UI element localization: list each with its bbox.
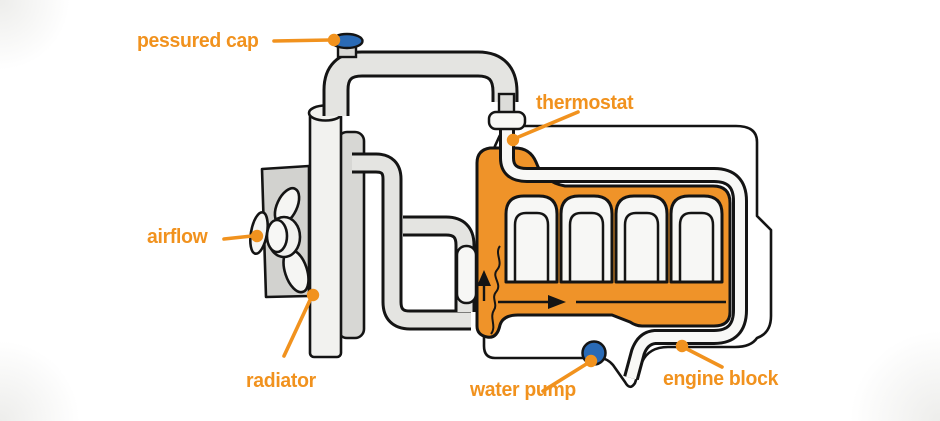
flow-wavy-line (490, 245, 501, 335)
leader-thermostat (514, 110, 580, 140)
label-radiator-text: radiator (246, 370, 316, 392)
cylinders (504, 194, 724, 284)
fan-icon (249, 164, 311, 299)
label-water-pump: water pump (470, 379, 576, 402)
thermostat-housing (487, 110, 527, 131)
leader-water-pump (541, 361, 590, 393)
cylinder-3 (614, 194, 669, 284)
label-engine-block: engine block (663, 368, 778, 391)
leader-engine-block (683, 346, 724, 369)
radiator-assembly (307, 104, 366, 359)
inlet-port (455, 244, 478, 305)
label-thermostat: thermostat (536, 92, 634, 115)
radiator-body (308, 111, 343, 359)
leader-airflow (222, 234, 254, 241)
label-radiator: radiator (246, 370, 316, 393)
cylinder-1 (504, 194, 559, 284)
label-engine-block-text: engine block (663, 368, 779, 390)
flow-arrow-up-head (477, 270, 491, 286)
label-thermostat-text: thermostat (536, 92, 634, 114)
label-airflow-text: airflow (147, 226, 208, 248)
flow-arrow-right-head (548, 295, 566, 309)
leader-lines (222, 33, 724, 393)
leader-radiator (282, 296, 313, 358)
label-water-pump-text: water pump (470, 379, 576, 401)
cylinder-4 (669, 194, 724, 284)
label-airflow: airflow (147, 226, 208, 249)
label-pressured-cap: pessured cap (137, 30, 259, 53)
fan-hub-front (265, 218, 289, 254)
leader-pressured-cap (272, 38, 332, 43)
lower-hose-loop (352, 152, 476, 331)
label-pressured-cap-text: pessured cap (137, 30, 259, 52)
coolant-flow-arrows (477, 245, 726, 335)
cylinder-2 (559, 194, 614, 284)
coolant-channel (499, 128, 748, 381)
upper-radiator-hose (322, 50, 519, 116)
